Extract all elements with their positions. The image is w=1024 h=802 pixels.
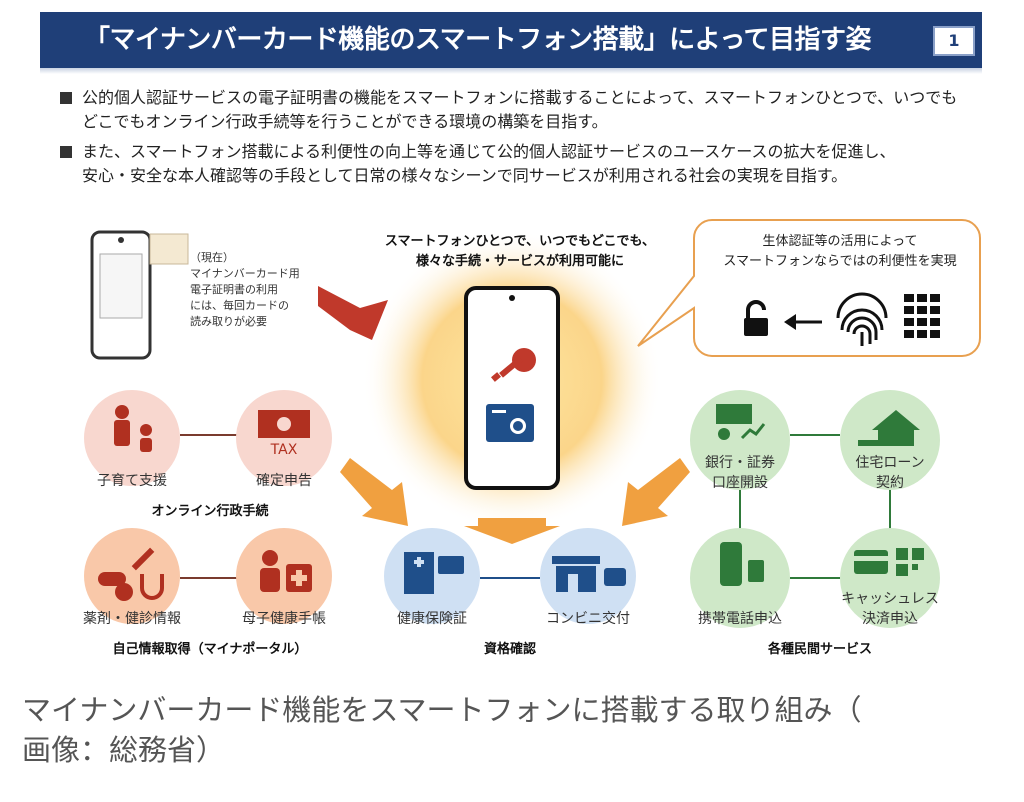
maternal-handbook-label: 母子健康手帳 — [242, 611, 326, 627]
mortgage-label: 住宅ローン 契約 — [830, 452, 950, 492]
unlock-icon — [744, 300, 768, 336]
bank-label-line-2: 口座開設 — [712, 475, 768, 491]
tax-label: TAX — [270, 442, 298, 458]
bubble-caption: 生体認証等の活用によって スマートフォンならではの利便性を実現 — [705, 232, 975, 272]
medicine-circle — [84, 528, 180, 624]
header-divider — [40, 68, 982, 74]
health-insurance-circle — [384, 528, 480, 624]
bullet-square-icon — [60, 92, 72, 104]
card-qr-icon — [854, 548, 924, 576]
cashless-circle — [840, 528, 940, 628]
convenience-store-label: コンビニ交付 — [546, 611, 630, 627]
caption-line-1: マイナンバーカード機能をスマートフォンに搭載する取り組み（ — [22, 693, 862, 727]
hospital-card-icon — [404, 552, 464, 594]
left-arrow-icon — [784, 314, 822, 330]
orange-arrow-right-icon — [622, 458, 690, 526]
note-line-2: マイナンバーカード用 — [190, 267, 300, 280]
orange-arrow-left-icon — [340, 458, 408, 526]
smartphone-icon — [464, 286, 560, 490]
self-info-title: 自己情報取得（マイナポータル） — [112, 642, 308, 657]
tax-return-circle: TAX — [236, 390, 332, 486]
private-services-title: 各種民間サービス — [767, 642, 872, 657]
bullet-1-line-2: どこでもオンライン行政手続等を行うことができる環境の構築を目指す。 — [82, 112, 608, 131]
diagram-graphics — [90, 219, 981, 579]
orange-arrow-down-icon — [464, 518, 560, 544]
key-icon — [491, 348, 536, 382]
current-phone-icon — [90, 230, 189, 360]
cashless-label: キャッシュレス 決済申込 — [820, 588, 960, 628]
caption-line-2: 画像：総務省） — [22, 733, 226, 767]
slide-header: 「マイナンバーカード機能のスマートフォン搭載」によって目指す姿 1 — [40, 12, 982, 68]
mobile-phone-label: 携帯電話申込 — [698, 611, 782, 627]
note-line-3: 電子証明書の利用 — [190, 283, 278, 296]
child-support-label: 子育て支援 — [97, 473, 167, 489]
cashless-label-line-1: キャッシュレス — [841, 591, 939, 607]
mobile-sim-icon — [720, 542, 764, 586]
bank-account-label: 銀行・証券 口座開設 — [680, 452, 800, 492]
medicine-stethoscope-icon — [98, 547, 164, 601]
health-insurance-label: 健康保険証 — [397, 611, 467, 627]
note-line-1: （現在） — [190, 251, 234, 264]
mortgage-circle — [840, 390, 940, 490]
bank-account-circle — [690, 390, 790, 490]
center-line-1: スマートフォンひとつで、いつでもどこでも、 — [384, 234, 656, 249]
convenience-store-circle — [540, 528, 636, 624]
keypad-icon — [904, 294, 940, 338]
bank-money-icon — [716, 404, 766, 440]
red-arrow-icon — [318, 286, 388, 340]
medicine-checkup-label: 薬剤・健診情報 — [83, 611, 181, 627]
bullet-item-1: 公的個人認証サービスの電子証明書の機能をスマートフォンに搭載することによって、ス… — [60, 86, 990, 136]
center-caption: スマートフォンひとつで、いつでもどこでも、 様々な手続・サービスが利用可能に — [355, 232, 685, 272]
page-number-badge: 1 — [933, 26, 975, 56]
maternal-handbook-icon — [260, 550, 312, 592]
note-line-5: 読み取りが必要 — [190, 315, 267, 328]
current-note: （現在） マイナンバーカード用 電子証明書の利用 には、毎回カードの 読み取りが… — [190, 250, 320, 330]
bullet-square-icon — [60, 146, 72, 158]
tax-money-icon — [258, 410, 310, 438]
mortgage-label-line-2: 契約 — [876, 475, 904, 491]
tax-return-label: 確定申告 — [256, 473, 312, 489]
mobile-phone-circle — [690, 528, 790, 628]
online-procedures-title: オンライン行政手続 — [151, 504, 269, 519]
bullet-2-line-1: また、スマートフォン搭載による利便性の向上等を通じて公的個人認証サービスのユース… — [82, 142, 896, 161]
biometric-bubble — [637, 219, 981, 357]
maternal-handbook-circle — [236, 528, 332, 624]
slide-title: 「マイナンバーカード機能のスマートフォン搭載」によって目指す姿 — [83, 25, 872, 55]
note-line-4: には、毎回カードの — [190, 299, 289, 312]
private-connectors — [739, 434, 891, 579]
child-support-circle — [84, 390, 180, 486]
mortgage-label-line-1: 住宅ローン — [855, 455, 925, 471]
bubble-line-1: 生体認証等の活用によって — [762, 234, 918, 249]
house-loan-icon — [858, 410, 920, 446]
child-support-icon — [114, 405, 152, 452]
bubble-line-2: スマートフォンならではの利便性を実現 — [723, 254, 957, 269]
image-caption: マイナンバーカード機能をスマートフォンに搭載する取り組み（ 画像：総務省） — [22, 690, 1002, 770]
bank-label-line-1: 銀行・証券 — [705, 455, 775, 471]
cashless-label-line-2: 決済申込 — [862, 611, 918, 627]
qualification-title: 資格確認 — [483, 642, 536, 657]
bullet-1-line-1: 公的個人認証サービスの電子証明書の機能をスマートフォンに搭載することによって、ス… — [82, 88, 958, 107]
store-printer-icon — [552, 556, 626, 592]
center-line-2: 様々な手続・サービスが利用可能に — [415, 254, 624, 269]
bullet-item-2: また、スマートフォン搭載による利便性の向上等を通じて公的個人認証サービスのユース… — [60, 140, 990, 190]
fingerprint-icon — [836, 292, 888, 346]
bullet-2-line-2: 安心・安全な本人確認等の手段として日常の様々なシーンで同サービスが利用される社会… — [82, 166, 848, 185]
certificate-icon — [486, 404, 534, 442]
